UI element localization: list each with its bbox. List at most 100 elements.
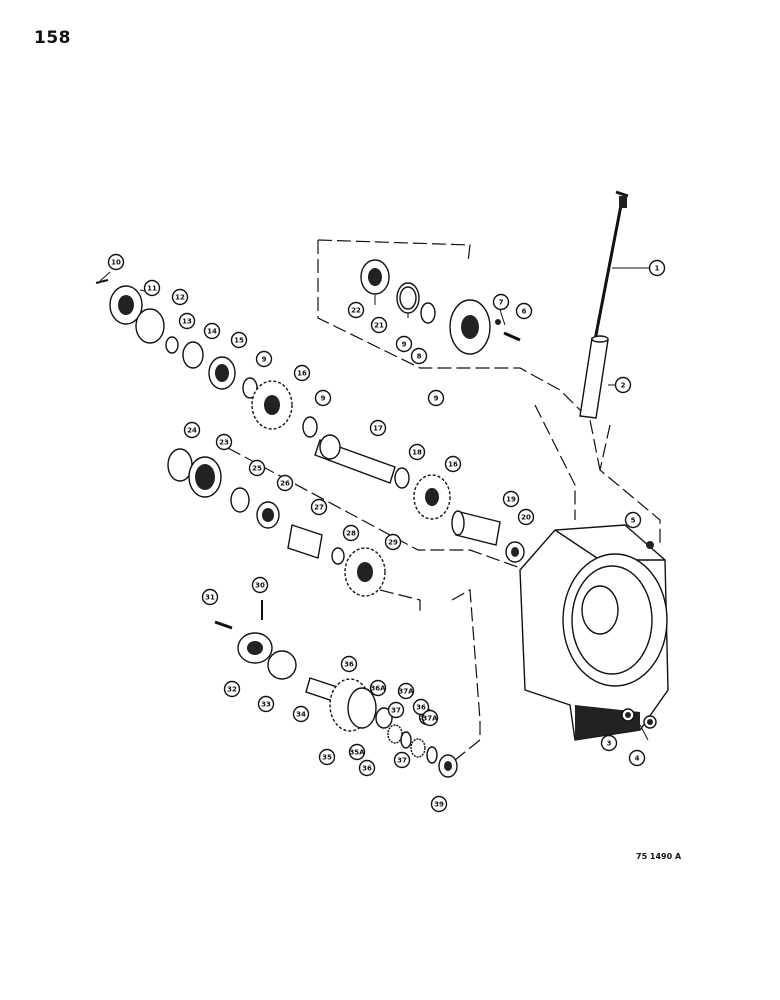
callout-37: 37 (387, 701, 405, 719)
callout-label: 16 (448, 461, 458, 469)
ring-18 (394, 467, 410, 489)
callout-label: 25 (252, 465, 262, 473)
callout-label: 8 (417, 353, 422, 361)
transmission-housing (519, 524, 669, 741)
bearing-26 (256, 501, 280, 529)
callout-29: 29 (384, 533, 402, 551)
pin-10 (95, 279, 109, 284)
callout-35a: 35A (348, 743, 366, 761)
callout-label: 18 (412, 449, 422, 457)
callout-label: 35 (322, 754, 332, 762)
callout-label: 35A (349, 749, 365, 757)
callout-label: 3 (607, 740, 612, 748)
cover-32 (237, 632, 273, 664)
callout-2: 2 (614, 376, 632, 394)
callout-7: 7 (492, 293, 510, 311)
bearing-22 (360, 259, 390, 295)
callout-37a: 37A (421, 709, 439, 727)
phantom-lines (227, 239, 661, 761)
cover-8 (449, 299, 491, 355)
callout-5: 5 (624, 511, 642, 529)
callout-label: 17 (373, 425, 383, 433)
retainer-11 (109, 285, 143, 325)
o-ring-9-b (302, 416, 318, 438)
bearing-20 (505, 541, 525, 563)
callout-36: 36 (412, 698, 430, 716)
callout-label: 13 (182, 318, 192, 326)
callout-9: 9 (427, 389, 445, 407)
callout-label: 9 (321, 395, 326, 403)
callout-label: 23 (219, 439, 229, 447)
callout-label: 29 (388, 539, 398, 547)
sleeve-19 (451, 510, 501, 546)
bearing-36-b (387, 724, 403, 744)
callout-9: 9 (255, 350, 273, 368)
callout-30: 30 (251, 576, 269, 594)
callout-label: 28 (346, 530, 356, 538)
dipstick-tube (579, 335, 609, 419)
callout-label: 9 (402, 341, 407, 349)
callout-label: 2 (621, 382, 626, 390)
washer-7 (495, 319, 501, 325)
callout-13: 13 (178, 312, 196, 330)
collar-23 (188, 456, 222, 498)
ring-37-b (426, 746, 438, 764)
callout-24: 24 (183, 421, 201, 439)
callout-31: 31 (201, 588, 219, 606)
gear-29 (344, 547, 386, 597)
callout-17: 17 (369, 419, 387, 437)
ring-25 (230, 487, 250, 513)
callout-36: 36 (358, 759, 376, 777)
callout-label: 4 (635, 755, 640, 763)
callout-label: 34 (296, 711, 306, 719)
callout-22: 22 (347, 301, 365, 319)
callout-label: 6 (522, 308, 527, 316)
callout-label: 36 (344, 661, 354, 669)
callout-label: 1 (655, 265, 660, 273)
callout-15: 15 (230, 331, 248, 349)
callout-label: 20 (521, 514, 531, 522)
callout-label: 9 (262, 356, 267, 364)
callout-label: 14 (207, 328, 217, 336)
ring-37-a (400, 731, 412, 749)
callout-label: 26 (280, 480, 290, 488)
callout-23: 23 (215, 433, 233, 451)
callout-9: 9 (314, 389, 332, 407)
shaft-17 (314, 434, 396, 484)
bearing-36-c (410, 738, 426, 758)
ring-14 (182, 341, 204, 369)
callout-label: 37A (398, 688, 414, 696)
callout-label: 31 (205, 594, 215, 602)
callout-21: 21 (370, 316, 388, 334)
callout-6: 6 (515, 302, 533, 320)
callout-16: 16 (444, 455, 462, 473)
o-ring-9-upper (420, 302, 436, 324)
ring-21 (396, 282, 420, 314)
callout-label: 39 (434, 801, 444, 809)
ring-28 (331, 547, 345, 565)
callout-label: 7 (499, 299, 504, 307)
dipstick (593, 190, 629, 341)
callout-20: 20 (517, 508, 535, 526)
callout-28: 28 (342, 524, 360, 542)
callout-35: 35 (318, 748, 336, 766)
part-callouts: 1234567892122910111213141591691718161920… (107, 253, 666, 813)
callout-27: 27 (310, 498, 328, 516)
callout-12: 12 (171, 288, 189, 306)
callout-label: 21 (374, 322, 384, 330)
callout-10: 10 (107, 253, 125, 271)
callout-label: 36 (416, 704, 426, 712)
callout-label: 16 (297, 370, 307, 378)
callout-label: 22 (351, 307, 361, 315)
sleeve-27 (287, 524, 323, 559)
callout-label: 36A (370, 685, 386, 693)
callout-label: 27 (314, 504, 324, 512)
callout-1: 1 (648, 259, 666, 277)
callout-11: 11 (143, 279, 161, 297)
callout-label: 12 (175, 294, 185, 302)
callout-34: 34 (292, 705, 310, 723)
callout-3: 3 (600, 734, 618, 752)
plug-4 (643, 715, 657, 729)
callout-label: 19 (506, 496, 516, 504)
gear-16-upper (251, 380, 293, 430)
